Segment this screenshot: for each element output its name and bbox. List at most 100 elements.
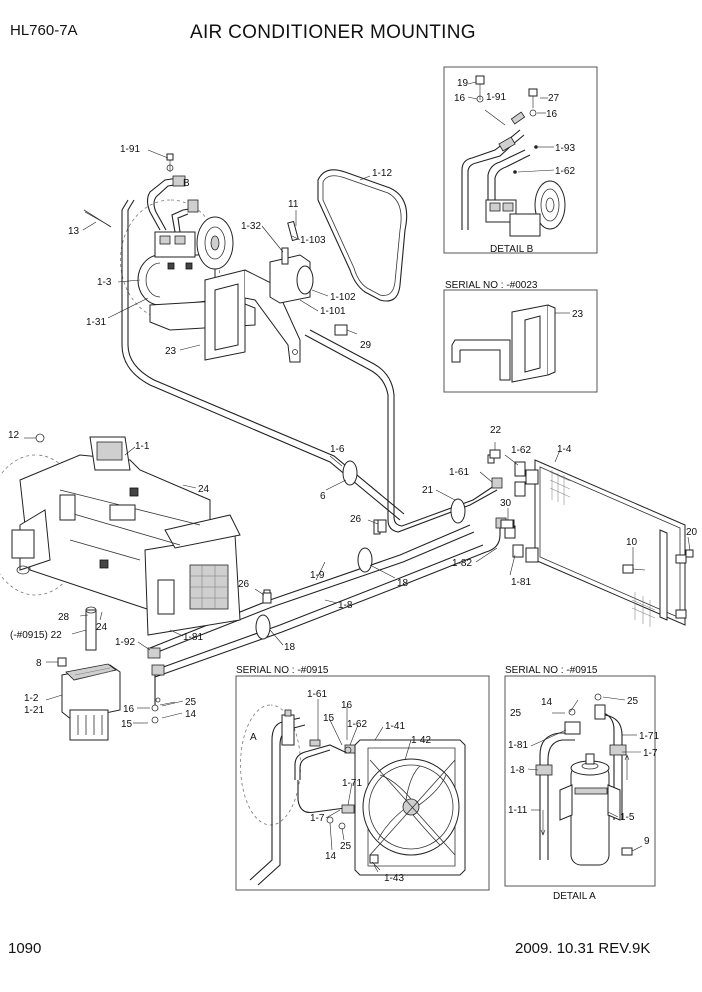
ac-controller: [57, 606, 121, 741]
callout-1-41: 1-41: [385, 721, 405, 732]
callout-24: 24: [198, 484, 210, 495]
callout-1-11: 1-11: [508, 805, 528, 816]
callout-1-103: 1-103: [300, 235, 326, 246]
callout-1-61: 1-61: [307, 689, 327, 700]
model-number: HL760-7A: [10, 22, 78, 39]
detail-a-caption: DETAIL A: [553, 891, 596, 902]
serial-receiver-caption: SERIAL NO : -#0915: [505, 665, 598, 676]
callout-1-91: 1-91: [120, 144, 140, 155]
callout-1-91: 1-91: [486, 92, 506, 103]
callout-labels: 19 16 1-91 27 16 1-93 1-62 1-91 13 11 1-…: [8, 78, 698, 884]
callout-1-42: 1-42: [411, 735, 431, 746]
callout-14: 14: [325, 851, 337, 862]
page-title: AIR CONDITIONER MOUNTING: [190, 22, 476, 43]
callout-1-8: 1-8: [510, 765, 525, 776]
condenser: [525, 459, 694, 627]
callout-26: 26: [238, 579, 250, 590]
callout-1-7: 1-7: [310, 813, 325, 824]
callout-1-81: 1-81: [511, 577, 531, 588]
callout-1-71: 1-71: [639, 731, 659, 742]
callout-1-62: 1-62: [555, 166, 575, 177]
callout-15: 15: [121, 719, 133, 730]
callout-1-9: 1-9: [310, 570, 325, 581]
callout-1-3: 1-3: [97, 277, 112, 288]
callout-1-82: 1-82: [452, 558, 472, 569]
view-marker-b: B: [183, 178, 190, 189]
callout-1-31: 1-31: [86, 317, 106, 328]
callout-8: 8: [36, 658, 42, 669]
page-number: 1090: [8, 940, 42, 957]
revision-date: 2009. 10.31 REV.9K: [515, 940, 651, 957]
callout-25: 25: [340, 841, 352, 852]
callout-1-7: 1-7: [643, 748, 658, 759]
callout-6: 6: [320, 491, 326, 502]
view-marker-a: A: [250, 732, 257, 743]
serial-bracket-drawing: [451, 304, 570, 383]
callout-1-2: 1-2: [24, 693, 39, 704]
callout-12: 12: [8, 430, 20, 441]
callout-21: 21: [422, 485, 434, 496]
callout-13: 13: [68, 226, 80, 237]
compressor-bracket: [149, 269, 301, 363]
callout-1-62: 1-62: [347, 719, 367, 730]
callout-1-102: 1-102: [330, 292, 356, 303]
callout-1-93: 1-93: [555, 143, 575, 154]
callout-1-62: 1-62: [511, 445, 531, 456]
hvac-unit: [0, 433, 241, 636]
callout-9: 9: [644, 836, 650, 847]
callout-18: 18: [284, 642, 296, 653]
callout-23: 23: [165, 346, 177, 357]
leader-lines: [45, 149, 691, 873]
callout-1-4: 1-4: [557, 444, 572, 455]
callout-1-61: 1-61: [449, 467, 469, 478]
callout-19: 19: [457, 78, 469, 89]
receiver-drier-frame: [504, 675, 656, 887]
callout-1-21: 1-21: [24, 705, 44, 716]
callout-23: 23: [572, 309, 584, 320]
callout-1-101: 1-101: [320, 306, 346, 317]
callout-30: 30: [500, 498, 512, 509]
serial-condenser-caption: SERIAL NO : -#0915: [236, 665, 329, 676]
callout-14: 14: [541, 697, 553, 708]
detail-b-caption: DETAIL B: [490, 244, 534, 255]
callout-22-0915: (-#0915) 22: [10, 630, 62, 641]
callout-25: 25: [185, 697, 197, 708]
callout-20: 20: [686, 527, 698, 538]
detail-b-frame: [443, 66, 598, 254]
callout-28: 28: [58, 612, 70, 623]
callout-14: 14: [185, 709, 197, 720]
callout-1-43: 1-43: [384, 873, 404, 884]
callout-10: 10: [626, 537, 638, 548]
callout-16: 16: [341, 700, 353, 711]
callout-22: 22: [490, 425, 502, 436]
callout-16: 16: [454, 93, 466, 104]
callout-16: 16: [123, 704, 135, 715]
serial-bracket-caption: SERIAL NO : -#0023: [445, 280, 538, 291]
callout-27: 27: [548, 93, 560, 104]
callout-1-81: 1-81: [508, 740, 528, 751]
callout-1-81: 1-81: [183, 632, 203, 643]
detail-b-drawing: [461, 75, 566, 237]
callout-1-6: 1-6: [330, 444, 345, 455]
belt-tensioner: [269, 220, 314, 304]
callout-1-1: 1-1: [135, 441, 150, 452]
callout-25: 25: [510, 708, 522, 719]
callout-18: 18: [397, 578, 409, 589]
compressor-assembly: [83, 153, 234, 321]
callout-1-92: 1-92: [115, 637, 135, 648]
condenser-fan-frame: [235, 675, 490, 891]
callout-24: 24: [96, 622, 108, 633]
callout-16: 16: [546, 109, 558, 120]
callout-11: 11: [288, 199, 299, 210]
callout-15: 15: [323, 713, 335, 724]
callout-25: 25: [627, 696, 639, 707]
callout-1-12: 1-12: [372, 168, 392, 179]
callout-1-5: 1-5: [620, 812, 635, 823]
callout-26: 26: [350, 514, 362, 525]
lower-fittings: [147, 647, 176, 724]
callout-1-8: 1-8: [338, 600, 353, 611]
callout-1-32: 1-32: [241, 221, 261, 232]
callout-1-71: 1-71: [342, 778, 362, 789]
